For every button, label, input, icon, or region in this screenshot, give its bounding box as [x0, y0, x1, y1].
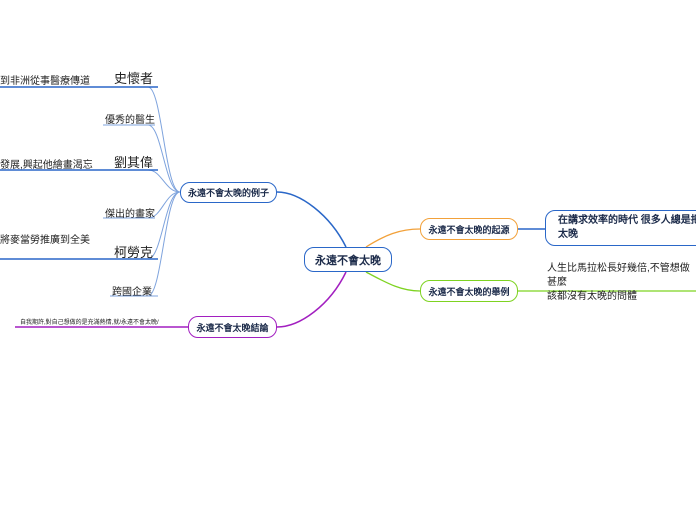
branch-cases[interactable]: 永遠不會太晚的舉例	[420, 280, 518, 302]
example-2-name[interactable]: 劉其偉	[114, 155, 154, 170]
example-2-role[interactable]: 傑出的畫家	[105, 209, 155, 220]
branch-examples-label: 永遠不會太晚的例子	[187, 188, 269, 198]
cases-detail-line-1: 人生比馬拉松長好幾倍,不管想做甚麼	[547, 263, 690, 288]
branch-cases-label: 永遠不會太晚的舉例	[428, 286, 510, 297]
example-2-detail[interactable]: 發展,興起他繪畫渴忘	[0, 160, 93, 171]
example-3-detail[interactable]: 將麥當勞推廣到全美	[0, 235, 90, 246]
example-3-name[interactable]: 柯勞克	[114, 245, 154, 260]
central-topic-label: 永遠不會太晚	[315, 254, 381, 267]
branch-origin[interactable]: 永遠不會太晚的起源	[420, 218, 518, 240]
branch-conclusion-label: 永遠不會太晚結論	[196, 322, 269, 333]
example-1-name[interactable]: 史懷者	[114, 71, 154, 86]
origin-detail-line-1: 在講求效率的時代 很多人總是把	[558, 215, 696, 226]
branch-examples[interactable]: 永遠不會太晚的例子	[180, 182, 277, 203]
branch-conclusion[interactable]: 永遠不會太晚結論	[188, 316, 277, 338]
central-topic[interactable]: 永遠不會太晚	[304, 247, 392, 272]
cases-detail-line-2: 該都沒有太晚的問體	[547, 291, 637, 302]
origin-detail[interactable]: 在講求效率的時代 很多人總是把 太晚	[545, 210, 696, 246]
cases-detail[interactable]: 人生比馬拉松長好幾倍,不管想做甚麼 該都沒有太晚的問體	[547, 262, 696, 304]
branch-origin-label: 永遠不會太晚的起源	[428, 224, 510, 235]
example-3-role[interactable]: 跨國企業	[112, 287, 152, 298]
conclusion-text[interactable]: 自我期許,對自己想做的是充滿熱情,就/永遠不會太晚/	[20, 320, 159, 326]
origin-detail-line-2: 太晚	[558, 229, 578, 240]
example-1-detail[interactable]: 到非洲從事醫療傳道	[0, 76, 90, 87]
example-1-role[interactable]: 優秀的醫生	[105, 115, 155, 126]
